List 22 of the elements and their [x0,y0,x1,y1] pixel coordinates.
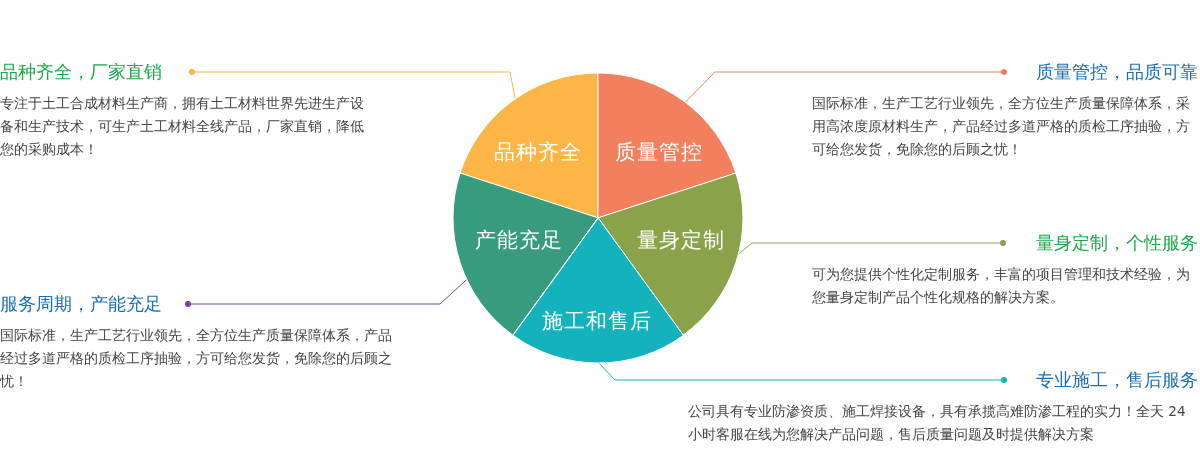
leader-line [188,68,516,101]
slice-label: 施工和售后 [542,308,652,334]
callout-heading: 品种齐全，厂家直销 [0,60,163,84]
slice-label: 品种齐全 [494,139,582,165]
leader-line [184,278,468,308]
leader-line [684,68,1008,104]
pie-slice [598,73,736,218]
callout-text: 公司具有专业防渗资质、施工焊接设备，具有承揽高难防渗工程的实力！全天 24小时客服在线为您解决产品问题，售后质量问题及时提供解决方案 [688,402,1187,444]
callout-heading: 质量管控，品质可靠 [1035,60,1198,84]
callout-text: 国际标准，生产工艺行业领先，全方位生产质量保障体系，产品经过多道严格的质检工序抽验，方可给您发货，免除您的后顾之忧！ [0,326,393,391]
callout-text: 国际标准，生产工艺行业领先，全方位生产质量保障体系，采用高浓度原材料生产，产品经过多道严格的质检工序抽验，方可给您发货，免除您的后顾之忧！ [812,94,1191,159]
leader-line [597,361,1008,384]
slice-label: 质量管控 [615,139,703,165]
pie-slice [460,73,598,218]
callout-text: 专注于土工合成材料生产商，拥有土工材料世界先进生产设备和生产技术，可生产土工材料全线产品，厂家直销，降低您的采购成本！ [0,94,365,159]
leader-line [736,239,1007,256]
slice-label: 产能充足 [475,227,563,253]
slice-label: 量身定制 [637,227,725,253]
callout-heading: 量身定制，个性服务 [1035,231,1198,255]
callout-text: 可为您提供个性化定制服务，丰富的项目管理和技术经验，为您量身定制产品个性化规格的解决方案。 [812,265,1191,307]
callout-heading: 服务周期，产能充足 [0,292,163,316]
callout-heading: 专业施工，售后服务 [1035,368,1198,392]
